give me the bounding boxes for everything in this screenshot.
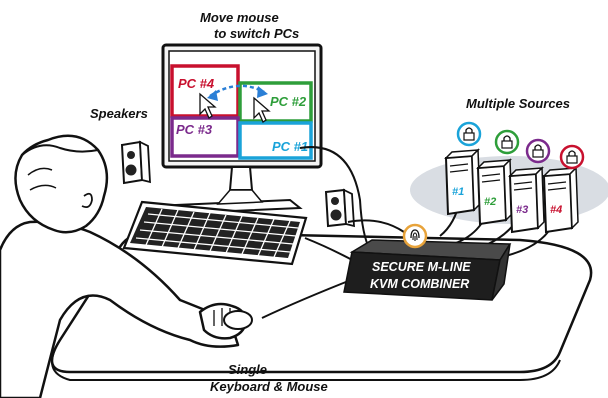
- source-computer-4: [542, 166, 579, 234]
- source-label-1: #1: [452, 186, 464, 198]
- source-label-2: #2: [484, 196, 496, 208]
- kvm-combiner: [343, 239, 512, 301]
- label-speakers: Speakers: [90, 106, 148, 121]
- cursor-icon: [199, 92, 217, 119]
- quadrant-label-pc2: PC #2: [270, 94, 307, 109]
- quadrant-label-pc1: PC #1: [272, 139, 308, 154]
- quadrant-label-pc4: PC #4: [178, 76, 215, 91]
- source-computer-1: [444, 148, 481, 216]
- source-computer-2: [476, 158, 513, 226]
- fingerprint-lock-icon: [402, 223, 428, 249]
- lock-icon: [494, 129, 520, 155]
- speaker-left: [120, 140, 151, 185]
- source-label-3: #3: [516, 204, 528, 216]
- screen-quadrant-pc1: [238, 121, 313, 160]
- label-move-mouse-line2: to switch PCs: [214, 26, 299, 41]
- cursor-icon: [253, 96, 271, 123]
- label-move-mouse-line1: Move mouse: [200, 10, 279, 25]
- quadrant-label-pc3: PC #3: [176, 122, 213, 137]
- lock-icon: [525, 138, 551, 164]
- keyboard: [122, 200, 308, 266]
- arrowhead-right-icon: [257, 86, 268, 98]
- source-computer-3: [508, 166, 545, 234]
- label-single-line2: Keyboard & Mouse: [210, 379, 328, 394]
- lock-icon: [559, 144, 585, 170]
- speaker-right: [324, 188, 355, 228]
- label-single-line1: Single: [228, 362, 267, 377]
- mouse: [223, 310, 253, 330]
- kvm-label-line1: SECURE M-LINE: [372, 260, 471, 274]
- lock-icon: [456, 121, 482, 147]
- source-label-4: #4: [550, 204, 562, 216]
- screen-quadrant-pc3: [170, 116, 240, 158]
- screen-quadrant-pc2: [238, 81, 313, 123]
- kvm-label-line2: KVM COMBINER: [370, 277, 469, 291]
- label-multiple-sources: Multiple Sources: [466, 96, 570, 111]
- arrowhead-left-icon: [207, 90, 218, 101]
